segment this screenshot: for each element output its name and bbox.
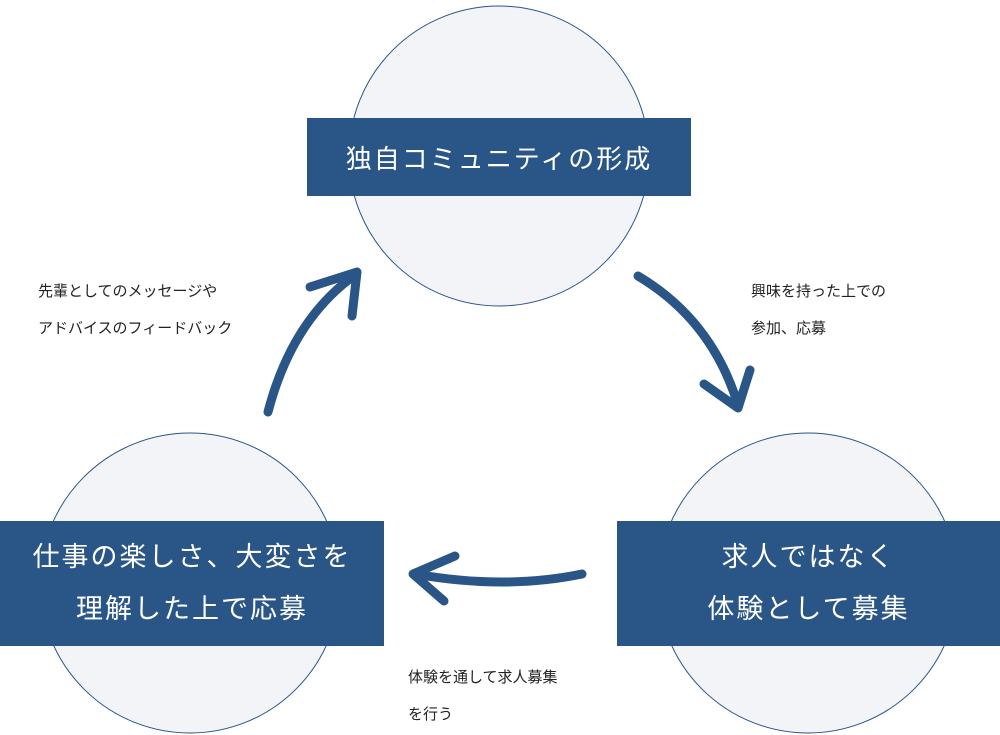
- edge-caption-top-to-right: 興味を持った上での 参加、応募: [751, 273, 886, 347]
- node-label-right: 求人ではなく 体験として募集: [617, 521, 1000, 646]
- node-label-left: 仕事の楽しさ、大変さを 理解した上で応募: [0, 521, 384, 646]
- edge-caption-left-to-top-line-1: 先輩としてのメッセージや: [38, 282, 218, 300]
- node-label-left-line-1: 仕事の楽しさ、大変さを: [32, 541, 352, 573]
- edge-caption-left-to-top-line-2: アドバイスのフィードバック: [38, 319, 233, 337]
- node-label-left-line-2: 理解した上で応募: [76, 593, 308, 625]
- node-label-top-line-1: 独自コミュニティの形成: [345, 144, 653, 175]
- edge-caption-right-to-left-line-2: を行う: [408, 705, 454, 723]
- edge-caption-top-to-right-line-1: 興味を持った上での: [751, 282, 887, 300]
- node-box-left: [0, 521, 384, 646]
- node-label-right-line-1: 求人ではなく: [721, 541, 896, 573]
- node-label-right-line-2: 体験として募集: [707, 593, 910, 625]
- arrow-left-to-top: [263, 267, 362, 417]
- edge-caption-right-to-left: 体験を通して求人募集 を行う: [408, 659, 558, 733]
- node-box-top: [307, 118, 691, 196]
- arrow-top-to-right: [633, 271, 755, 413]
- edge-caption-right-to-left-line-1: 体験を通して求人募集: [408, 668, 558, 686]
- node-box-right: [617, 521, 1000, 646]
- edge-caption-left-to-top: 先輩としてのメッセージや アドバイスのフィードバック: [38, 273, 232, 347]
- node-label-top: 独自コミュニティの形成: [307, 118, 691, 196]
- arrow-right-to-left: [408, 551, 587, 606]
- edge-caption-top-to-right-line-2: 参加、応募: [751, 319, 827, 337]
